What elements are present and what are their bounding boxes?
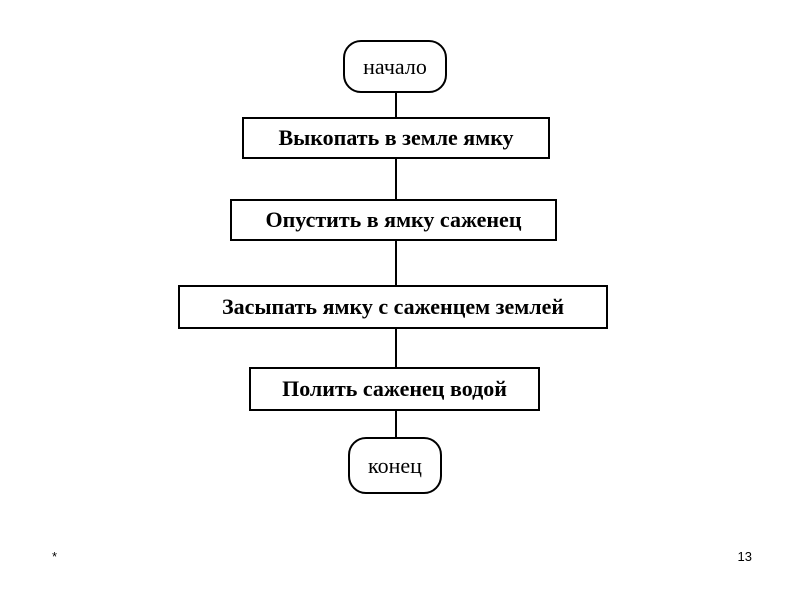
process-step-4-label: Полить саженец водой — [282, 376, 507, 401]
process-step-2: Опустить в ямку саженец — [230, 199, 557, 241]
end-label: конец — [368, 452, 422, 478]
footer-mark: * — [52, 549, 58, 564]
connector-step2-step3 — [395, 240, 397, 286]
connector-step4-end — [395, 410, 397, 438]
process-step-1-label: Выкопать в земле ямку — [278, 125, 514, 150]
start-terminal: начало — [343, 40, 447, 93]
connector-step1-step2 — [395, 158, 397, 200]
process-step-1: Выкопать в земле ямку — [242, 117, 550, 159]
process-step-2-label: Опустить в ямку саженец — [265, 207, 522, 232]
process-step-4: Полить саженец водой — [249, 367, 540, 411]
process-step-3-label: Засыпать ямку с саженцем землей — [221, 294, 565, 319]
connector-start-step1 — [395, 92, 397, 118]
page-number: 13 — [737, 549, 752, 564]
connector-step3-step4 — [395, 328, 397, 368]
end-terminal: конец — [348, 437, 442, 494]
start-label: начало — [363, 53, 427, 79]
process-step-3: Засыпать ямку с саженцем землей — [178, 285, 608, 329]
